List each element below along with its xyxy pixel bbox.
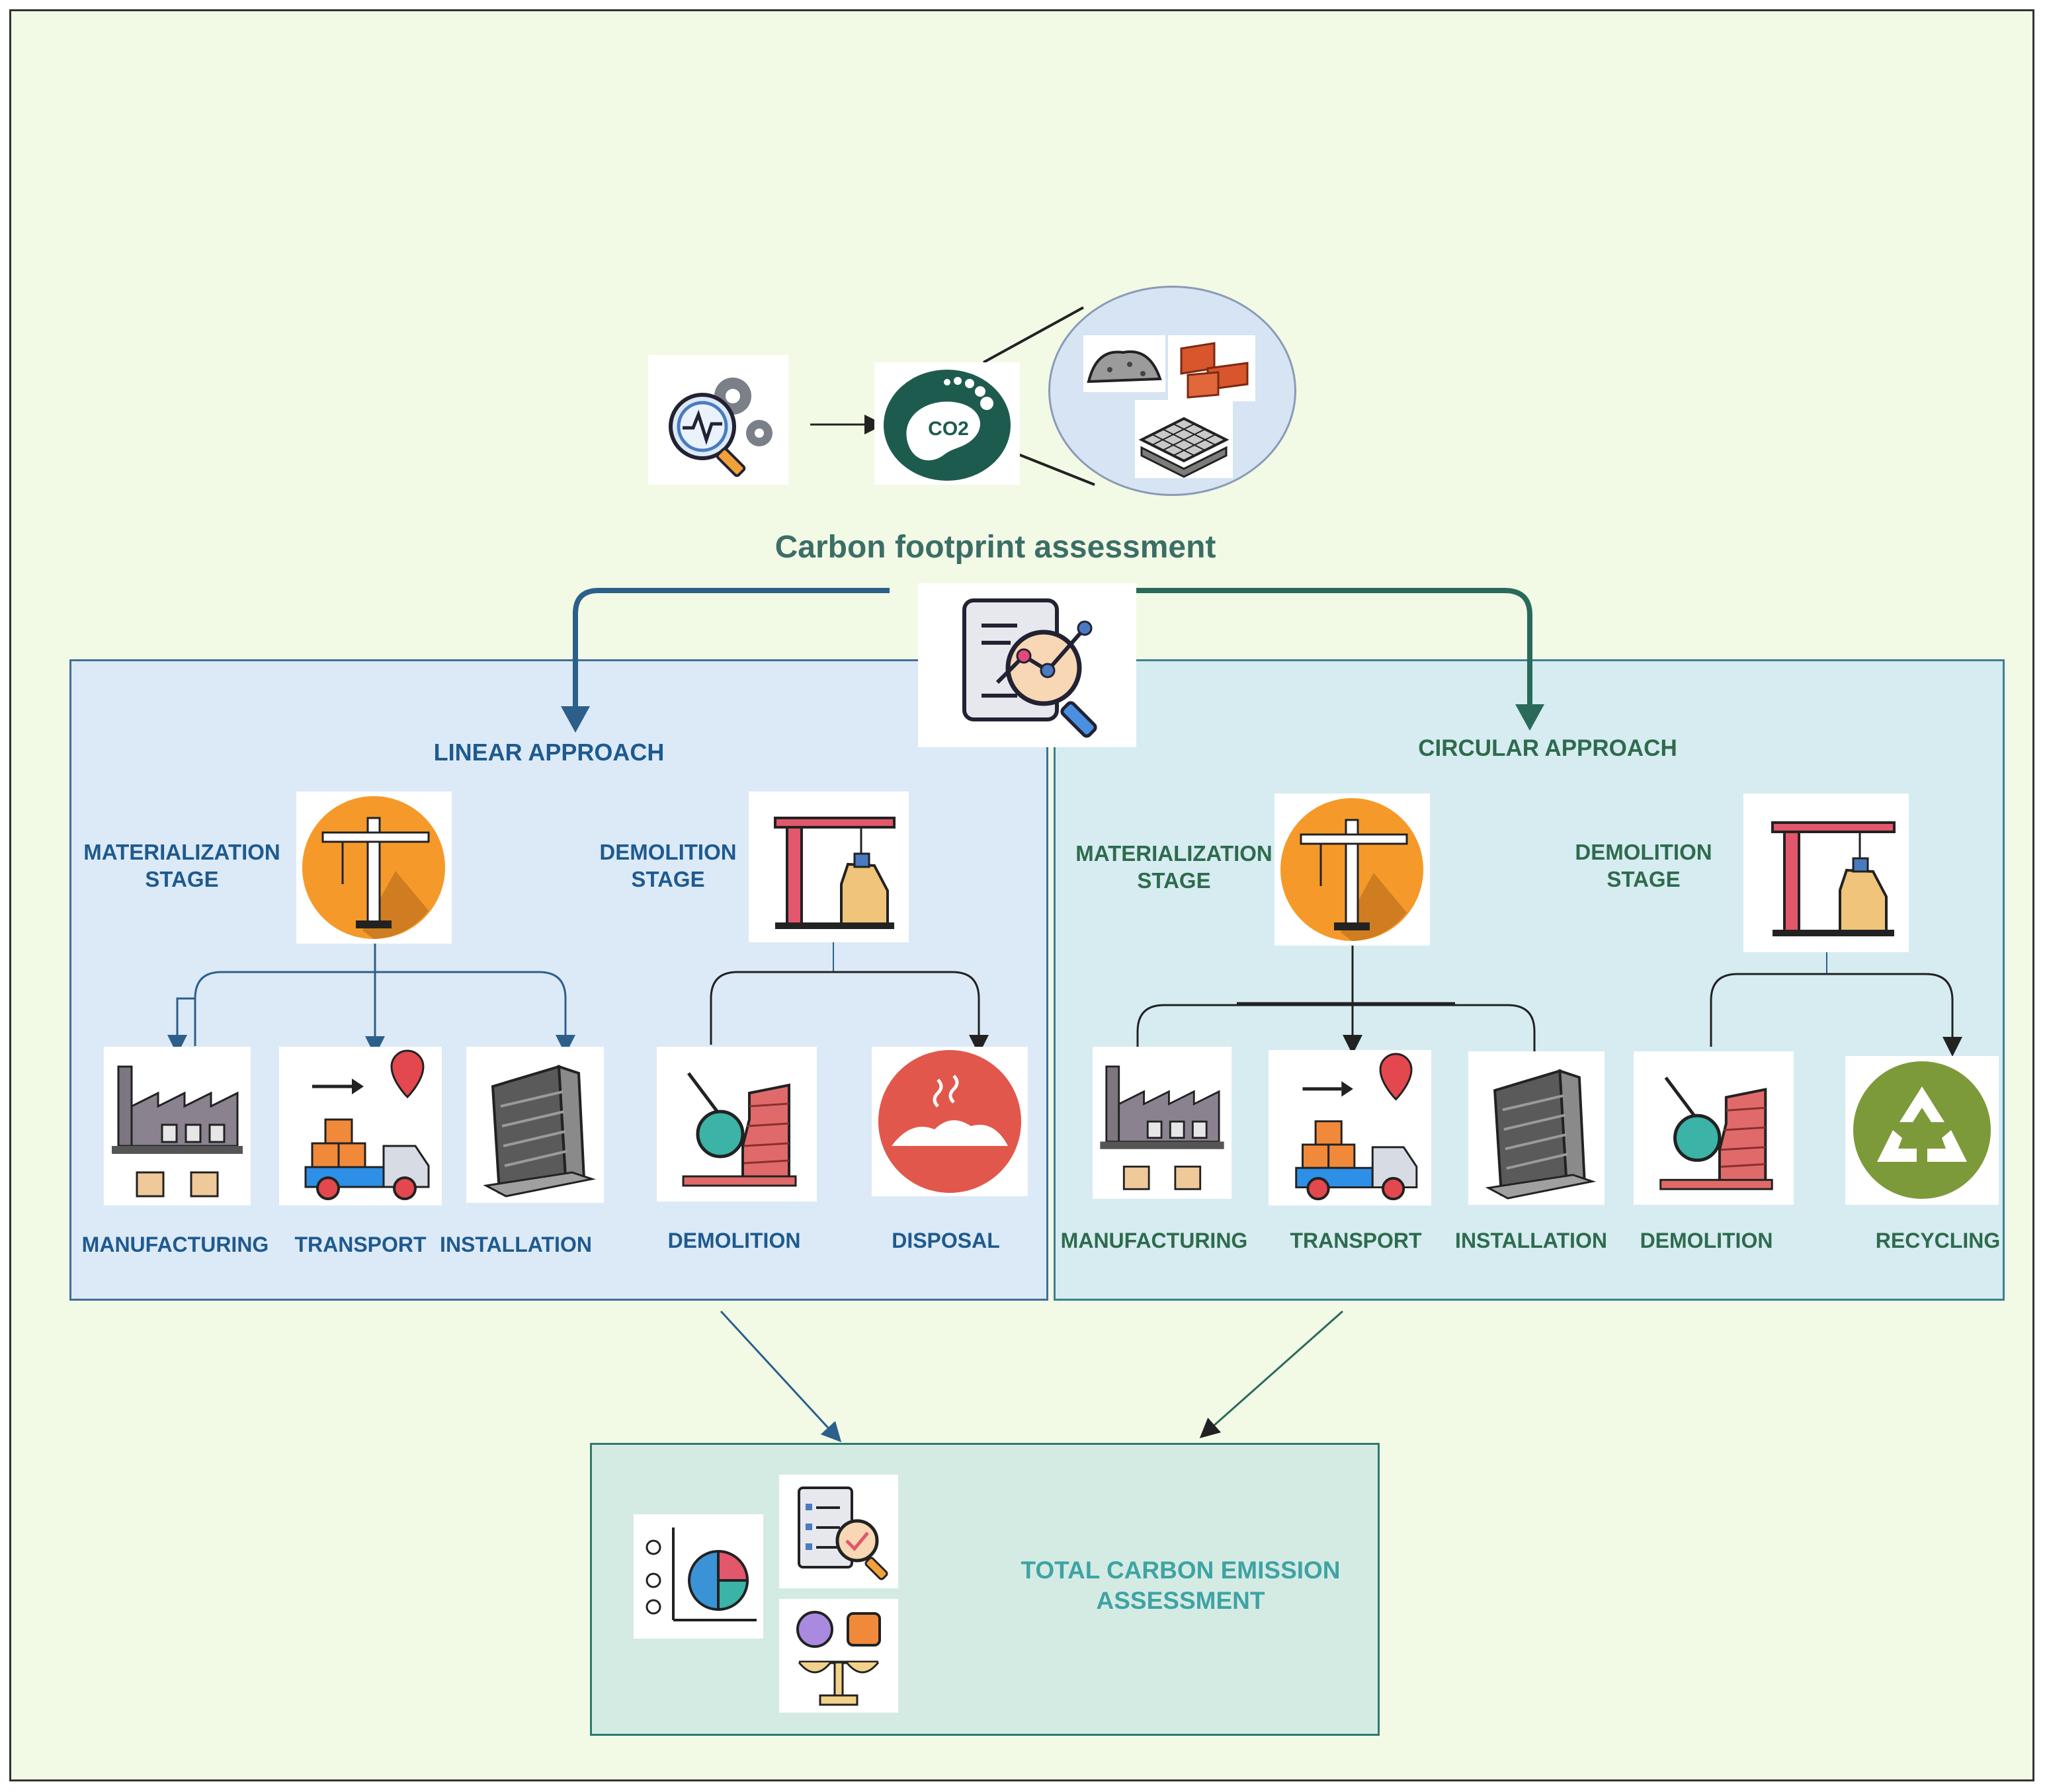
- circular-step-manufacturing: MANUFACTURING: [1060, 1229, 1248, 1252]
- linear-crane-tile: [296, 792, 452, 944]
- linear-demolition-crane-tile: [749, 792, 909, 942]
- linear-step-manufacturing: MANUFACTURING: [81, 1233, 269, 1256]
- linear-step-transport: TRANSPORT: [294, 1233, 427, 1256]
- circular-to-total-arrow: [1199, 1310, 1343, 1438]
- circular-demolition-tile: [1634, 1051, 1794, 1205]
- circular-installation-tile: [1468, 1051, 1605, 1205]
- circular-step-transport: TRANSPORT: [1290, 1229, 1422, 1252]
- linear-step-demolition: DEMOLITION: [667, 1229, 801, 1252]
- footprint-materials-line-top: [983, 306, 1084, 364]
- circular-crane-tile: [1274, 794, 1430, 946]
- demolition-crane-icon: [1771, 821, 1896, 936]
- truck-icon: [304, 1049, 430, 1200]
- circular-step-recycling: RECYCLING: [1875, 1229, 2001, 1252]
- truck-icon: [1295, 1053, 1418, 1201]
- circular-manufacturing-tile: [1093, 1047, 1232, 1199]
- linear-demolition-tile: [657, 1047, 817, 1201]
- linear-disposal-tile: [872, 1047, 1028, 1196]
- circular-approach-heading: CIRCULAR APPROACH: [1418, 735, 1677, 761]
- linear-step-installation: INSTALLATION: [440, 1233, 592, 1256]
- bricks-tile: [1168, 335, 1255, 401]
- balance-scale-icon: [796, 1611, 881, 1706]
- footprint-materials-line-bottom: [1006, 448, 1095, 486]
- linear-manufacturing-tile: [104, 1047, 251, 1205]
- total-assessment-label: TOTAL CARBON EMISSION ASSESSMENT: [1021, 1557, 1341, 1615]
- crane-icon: [302, 796, 445, 939]
- report-magnifier-icon: [962, 598, 1097, 738]
- linear-demolition-stage-label: DEMOLITION STAGE: [599, 840, 737, 892]
- circular-step-demolition: DEMOLITION: [1640, 1229, 1773, 1252]
- co2-footprint-icon: CO2: [884, 370, 1011, 481]
- building-panel-icon: [483, 1065, 596, 1198]
- circular-demolition-crane-tile: [1743, 794, 1909, 952]
- checklist-magnifier-icon: [798, 1487, 888, 1580]
- circular-transport-tile: [1269, 1050, 1431, 1205]
- circular-branch-arrow: [1134, 588, 1532, 711]
- linear-installation-tile: [466, 1047, 604, 1203]
- wrecking-ball-icon: [682, 1072, 797, 1187]
- linear-branch-arrow: [573, 588, 890, 714]
- rebar-mesh-tile: [1135, 400, 1233, 478]
- linear-materialization-label: MATERIALIZATION STAGE: [83, 840, 280, 892]
- co2-footprint-tile: CO2: [874, 362, 1020, 485]
- building-panel-icon: [1485, 1069, 1597, 1200]
- rebar-mesh-icon: [1138, 417, 1230, 478]
- checklist-tile: [779, 1475, 898, 1588]
- co2-badge: CO2: [928, 418, 969, 440]
- linear-to-total-arrow: [720, 1310, 842, 1443]
- factory-icon: [112, 1065, 243, 1198]
- page-title: Carbon footprint assessment: [774, 530, 1216, 565]
- disposal-heap-icon: [878, 1050, 1021, 1193]
- report-analysis-tile: [918, 583, 1136, 747]
- cement-pile-icon: [1087, 350, 1162, 384]
- demolition-crane-icon: [774, 817, 896, 929]
- balance-tile: [779, 1599, 898, 1713]
- cement-tile: [1083, 335, 1165, 392]
- linear-step-disposal: DISPOSAL: [892, 1229, 1000, 1252]
- wrecking-ball-icon: [1659, 1077, 1773, 1190]
- factory-icon: [1100, 1065, 1224, 1190]
- magnifier-gears-icon: [669, 378, 773, 477]
- linear-approach-heading: LINEAR APPROACH: [433, 739, 665, 766]
- circular-step-installation: INSTALLATION: [1455, 1229, 1607, 1252]
- circular-recycling-tile: [1845, 1056, 1999, 1205]
- crane-icon: [1280, 798, 1423, 941]
- bricks-icon: [1180, 342, 1249, 399]
- analysis-tile: [648, 355, 788, 485]
- circular-demolition-stage-label: DEMOLITION STAGE: [1575, 840, 1712, 892]
- pie-chart-data-icon: [646, 1527, 757, 1621]
- circular-materialization-label: MATERIALIZATION STAGE: [1075, 841, 1273, 893]
- materials-bubble: [1048, 286, 1296, 496]
- data-chart-tile: [634, 1514, 763, 1639]
- linear-transport-tile: [279, 1047, 442, 1205]
- recycle-icon: [1853, 1061, 1991, 1199]
